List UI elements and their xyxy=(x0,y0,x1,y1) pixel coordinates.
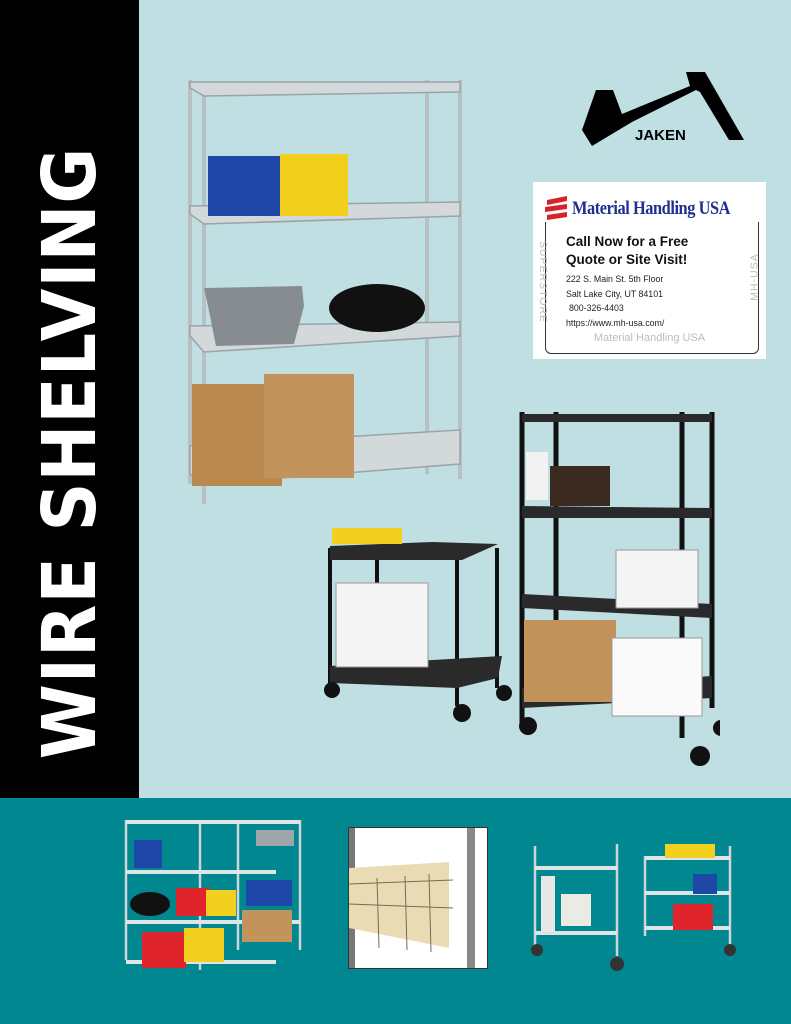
svg-text:JAKEN: JAKEN xyxy=(635,127,686,144)
website-link[interactable]: https://www.mh-usa.com/ xyxy=(566,317,665,328)
dealer-card: Material Handling USA SUPERSTORE MH-USA … xyxy=(533,182,766,359)
file-holder-image xyxy=(348,828,475,968)
card-header: Material Handling USA xyxy=(543,196,760,222)
address-line-2: Salt Lake City, UT 84101 xyxy=(566,288,663,299)
chrome-shelving-photo xyxy=(188,80,462,504)
jaken-logo-icon: JAKEN xyxy=(582,72,744,146)
mhusa-stripes-icon xyxy=(545,196,567,220)
phone-number[interactable]: 800-326-4403 xyxy=(569,303,624,313)
chrome-carts-photo xyxy=(531,844,736,971)
call-to-action: Call Now for a Free Quote or Site Visit! xyxy=(566,234,689,267)
chrome-bins-photo xyxy=(124,820,302,970)
card-footer: Material Handling USA xyxy=(593,332,706,344)
side-strip: WIRE SHELVING xyxy=(0,0,139,798)
superstore-label: SUPERSTORE xyxy=(537,240,549,324)
mhusa-label: MH-USA xyxy=(748,253,760,301)
contact-info: 222 S. Main St. 5th Floor Salt Lake City… xyxy=(566,272,664,330)
bottom-band xyxy=(0,798,791,1024)
black-cart-photo xyxy=(324,528,512,722)
jaken-logo: JAKEN xyxy=(582,72,744,146)
brand-name: Material Handling USA xyxy=(572,198,731,219)
address-line-1: 222 S. Main St. 5th Floor xyxy=(566,274,664,284)
file-holder-photo xyxy=(348,827,488,969)
black-shelving-photo xyxy=(519,412,720,766)
page-title: WIRE SHELVING xyxy=(27,146,113,760)
